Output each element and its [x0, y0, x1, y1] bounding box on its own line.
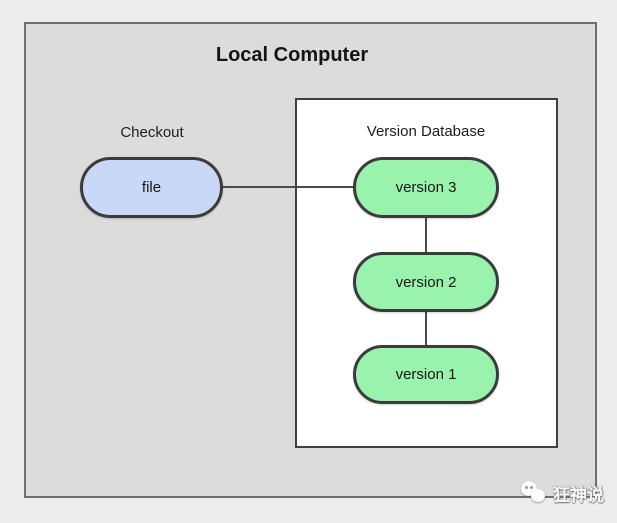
checkout-label: Checkout: [120, 124, 184, 141]
version3-node: version 3: [353, 157, 499, 218]
watermark-text: 狂神说: [553, 485, 604, 505]
version1-node: version 1: [353, 345, 499, 404]
file-node: file: [80, 157, 223, 218]
chat-bubbles-icon: [520, 480, 548, 506]
connector-version2-to-version1: [425, 308, 427, 349]
connector-version3-to-version2: [425, 214, 427, 256]
version-database-label: Version Database: [366, 123, 486, 140]
connector-file-to-version3: [220, 186, 355, 188]
local-computer-title: Local Computer: [215, 44, 369, 66]
version2-node: version 2: [353, 252, 499, 312]
watermark: 狂神说: [520, 480, 604, 506]
